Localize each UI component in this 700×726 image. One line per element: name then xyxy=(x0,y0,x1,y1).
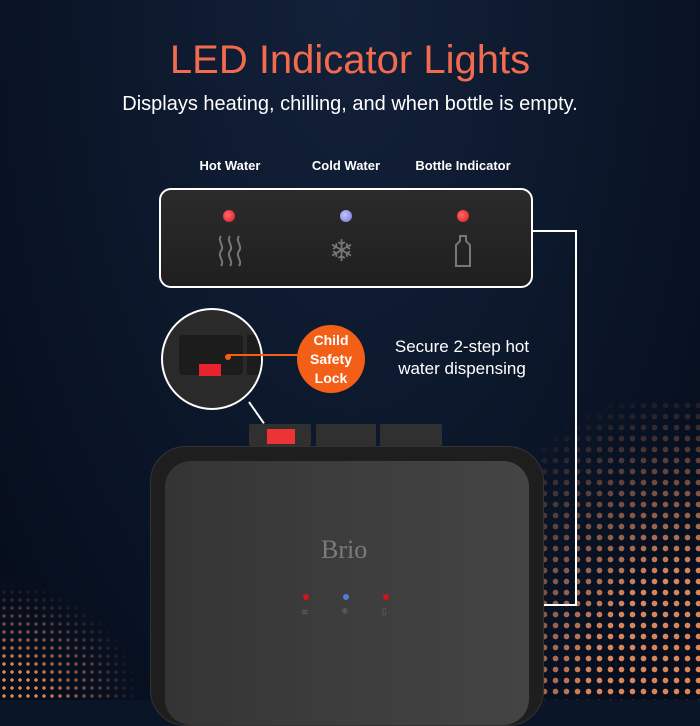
label-hot-water: Hot Water xyxy=(199,158,261,173)
led-panel-closeup: ❄ xyxy=(159,188,533,288)
brand-logo: Brio xyxy=(321,535,368,564)
heat-waves-icon xyxy=(218,235,242,267)
dot-pattern-left xyxy=(0,580,140,700)
child-safety-lock-badge: Child Safety Lock xyxy=(297,325,365,393)
hot-water-button xyxy=(249,424,311,446)
label-bottle-indicator: Bottle Indicator xyxy=(415,158,511,173)
connector-line xyxy=(575,230,577,606)
child-lock-description: Secure 2-step hot water dispensing xyxy=(394,337,530,378)
bottle-icon xyxy=(455,235,471,267)
label-cold-water: Cold Water xyxy=(311,158,381,173)
connector-line xyxy=(533,230,577,232)
hot-led xyxy=(223,210,235,222)
lock-button xyxy=(199,364,221,376)
water-dispenser: Brio ≋ ❄ ▯ xyxy=(150,446,544,726)
cold-led xyxy=(340,210,352,222)
snowflake-icon: ❄ xyxy=(329,235,355,268)
room-water-button xyxy=(316,424,376,446)
child-lock-closeup xyxy=(161,308,263,410)
bottle-led xyxy=(457,210,469,222)
cold-water-button xyxy=(380,424,442,446)
page-title: LED Indicator Lights xyxy=(169,38,531,82)
subtitle: Displays heating, chilling, and when bot… xyxy=(122,93,578,115)
lock-pointer-line xyxy=(227,354,299,356)
